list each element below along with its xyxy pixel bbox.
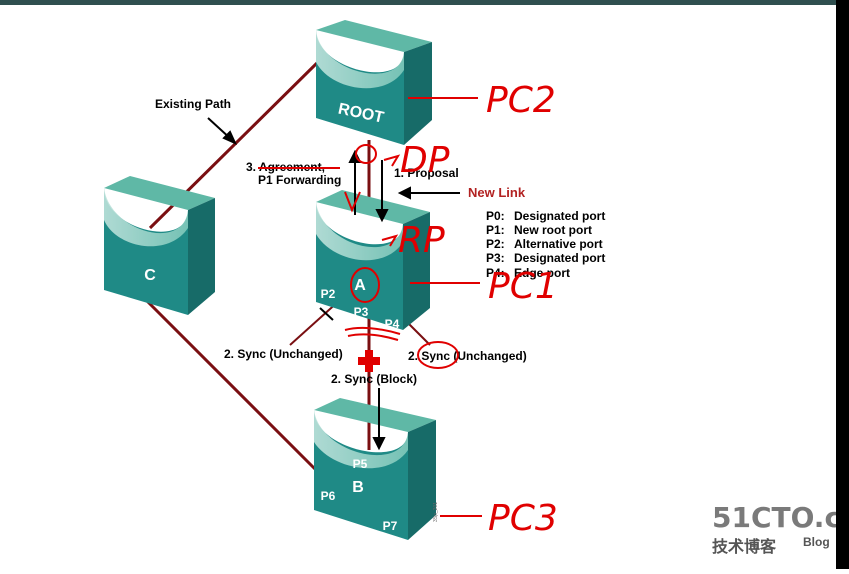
switch-a-label: A bbox=[354, 277, 366, 294]
legend-role-4: Edge port bbox=[514, 266, 570, 280]
pc1-annotation: PC1 bbox=[488, 266, 558, 307]
legend-port-0: P0: bbox=[486, 209, 505, 223]
rp-arrow bbox=[381, 234, 399, 247]
switch-root: ROOT P0 bbox=[316, 20, 432, 145]
switch-b: P5 B P6 P7 3Sp_201 bbox=[314, 398, 439, 540]
watermark-sub: 技术博客 bbox=[712, 537, 777, 556]
port-p2: P2 bbox=[321, 287, 336, 301]
top-bar bbox=[0, 0, 849, 5]
block-mark-p2 bbox=[319, 307, 334, 321]
watermark: 51CTO.com 技术博客 Blog bbox=[712, 501, 849, 556]
rp-annotation: RP bbox=[398, 220, 445, 261]
dp-annotation: DP bbox=[400, 140, 450, 181]
legend-role-1: New root port bbox=[514, 223, 592, 237]
dp-arrow bbox=[383, 154, 401, 167]
port-p5: P5 bbox=[353, 457, 368, 471]
port-p4: P4 bbox=[385, 317, 400, 331]
switch-c: C bbox=[104, 176, 215, 315]
sync-left-label: 2. Sync (Unchanged) bbox=[224, 347, 343, 361]
red-cross-icon bbox=[358, 350, 380, 372]
watermark-site: 51CTO.com bbox=[712, 501, 849, 534]
legend-role-0: Designated port bbox=[514, 209, 605, 223]
sync-right-label: 2. Sync (Unchanged) bbox=[408, 349, 527, 363]
pc2-annotation: PC2 bbox=[486, 80, 556, 121]
legend-port-2: P2: bbox=[486, 237, 505, 251]
existing-path-label: Existing Path bbox=[155, 97, 231, 111]
legend-role-3: Designated port bbox=[514, 251, 605, 265]
legend-role-2: Alternative port bbox=[514, 237, 603, 251]
port-legend: P0: Designated port P1: New root port P2… bbox=[486, 209, 605, 280]
arrows bbox=[207, 117, 460, 451]
sync-block-label: 2. Sync (Block) bbox=[331, 372, 417, 386]
port-p6: P6 bbox=[321, 489, 336, 503]
right-bar bbox=[836, 0, 849, 569]
watermark-blog: Blog bbox=[803, 535, 830, 549]
port-p3: P3 bbox=[354, 305, 369, 319]
agreement-scribble bbox=[344, 191, 361, 213]
sync-circle bbox=[417, 341, 459, 369]
pc3-annotation: PC3 bbox=[488, 498, 558, 539]
legend-port-3: P3: bbox=[486, 251, 505, 265]
switch-c-label: C bbox=[144, 267, 156, 284]
tiny-code: 3Sp_201 bbox=[433, 502, 439, 522]
switch-a: A P2 P3 P4 bbox=[316, 190, 430, 331]
p1-circle bbox=[350, 267, 380, 303]
port-p0: P0 bbox=[353, 131, 368, 145]
block-scribble bbox=[344, 326, 401, 341]
handwritten-annotations bbox=[258, 97, 482, 517]
proposal-label: 1. Proposal bbox=[394, 166, 459, 180]
legend-port-4: P4: bbox=[486, 266, 505, 280]
port-p7: P7 bbox=[383, 519, 398, 533]
new-link-label: New Link bbox=[468, 185, 526, 200]
link-c-b bbox=[140, 294, 322, 476]
p0-circle bbox=[355, 144, 377, 164]
link-a-p2 bbox=[289, 299, 341, 346]
switch-b-label: B bbox=[352, 479, 364, 496]
agreement-label-2: P1 Forwarding bbox=[258, 173, 341, 187]
legend-port-1: P1: bbox=[486, 223, 505, 237]
